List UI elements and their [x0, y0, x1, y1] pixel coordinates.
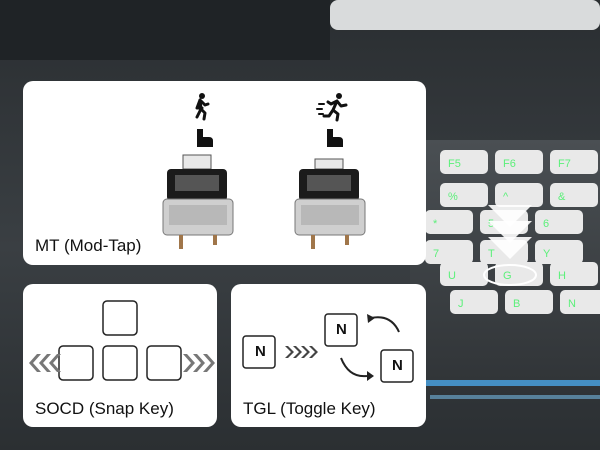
keycap: [550, 150, 598, 174]
toggle-key-letter-2: N: [336, 321, 347, 338]
keycap: [535, 240, 583, 264]
press-arrow-icon: [483, 205, 537, 286]
curved-arrow-icon: [370, 316, 400, 333]
keycap: [505, 290, 553, 314]
keycap-legend: 6: [543, 218, 549, 230]
keycap-legend: N: [568, 298, 576, 310]
key-left: [58, 345, 94, 381]
keycap: [550, 183, 598, 207]
keycap: [535, 210, 583, 234]
keycap-legend: *: [433, 218, 438, 230]
toggle-label: TGL (Toggle Key): [243, 399, 376, 418]
keycap-legend: F7: [558, 158, 571, 170]
key-right: [146, 345, 182, 381]
keycap: [440, 262, 488, 286]
keycap: [440, 150, 488, 174]
keycap-legend: T: [488, 248, 495, 260]
toggle-key-off: [242, 335, 276, 369]
keycap: [425, 210, 473, 234]
mod-tap-illustration: [162, 93, 366, 249]
running-person-icon: [316, 93, 348, 122]
keycap-legend: Y: [543, 248, 551, 260]
keycap: [495, 150, 543, 174]
socd-panel: SOCD (Snap Key): [23, 284, 217, 427]
key-down: [102, 345, 138, 381]
curved-arrow-icon: [340, 357, 368, 378]
keycap-legend: B: [513, 298, 520, 310]
arrow-chevrons-icon: [29, 354, 215, 372]
keycap: [560, 290, 600, 314]
pressing-finger-icon: [197, 129, 213, 147]
keycap: [440, 183, 488, 207]
mechanical-switch-left: [162, 154, 234, 249]
mechanical-switch-right: [294, 158, 366, 249]
arrow-chevrons-icon: [285, 346, 318, 358]
keycap-legend: &: [558, 191, 566, 203]
toggle-panel: N N N TGL (Toggle Key): [231, 284, 426, 427]
keycap-legend: J: [458, 298, 464, 310]
keycap-legend: ^: [503, 191, 509, 203]
keycap-legend: G: [503, 270, 512, 282]
keycap: [550, 262, 598, 286]
walking-person-icon: [195, 93, 210, 121]
toggle-key-up: [324, 313, 358, 347]
toggle-illustration: [242, 313, 414, 383]
toggle-key-down: [380, 349, 414, 383]
socd-illustration: [29, 300, 215, 381]
toggle-key-letter-1: N: [255, 343, 266, 360]
keycap-legend: %: [448, 191, 458, 203]
pressing-finger-icon: [327, 129, 343, 147]
toggle-key-letter-3: N: [392, 357, 403, 374]
socd-label: SOCD (Snap Key): [35, 399, 174, 418]
keycap: [425, 240, 473, 264]
keycap-legend: U: [448, 270, 456, 282]
mod-tap-panel: MT (Mod-Tap): [23, 81, 426, 265]
keycap-legend: H: [558, 270, 566, 282]
mod-tap-label: MT (Mod-Tap): [35, 236, 142, 255]
keycap-legend: F6: [503, 158, 516, 170]
keycap-legend: 7: [433, 248, 439, 260]
keycap: [450, 290, 498, 314]
keycap: [495, 183, 543, 207]
keycap-legend: F5: [448, 158, 461, 170]
key-up: [102, 300, 138, 336]
